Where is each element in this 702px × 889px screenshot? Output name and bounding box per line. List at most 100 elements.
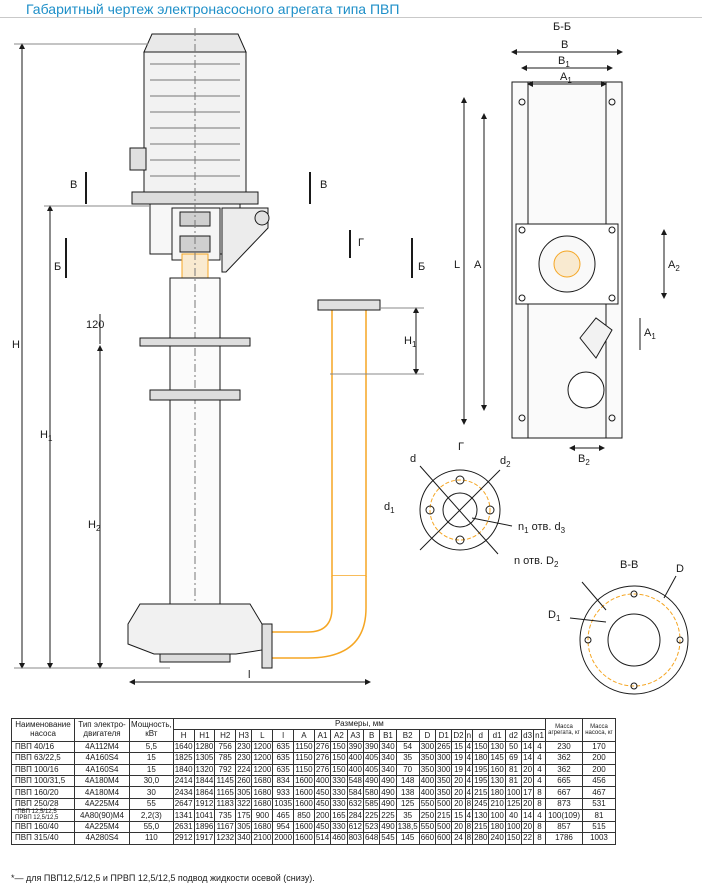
- flange-bore-g: [442, 492, 478, 528]
- cell-size: 340: [379, 763, 397, 776]
- cell-size: 180: [488, 820, 506, 834]
- cell-size: 2647: [172, 797, 195, 811]
- cell-size: 20: [521, 774, 535, 788]
- cell-size: 1917: [193, 832, 216, 845]
- cell-size: 350: [418, 763, 437, 776]
- cell-size: 4: [464, 774, 474, 788]
- cell-size: 330: [330, 820, 348, 834]
- cell-size: 400: [346, 752, 364, 765]
- cell-name: ПВП 100/16: [11, 763, 75, 776]
- flange-bolt-circle-g: [429, 479, 491, 541]
- cell-size: 1600: [293, 820, 315, 834]
- dim-label-d: d: [410, 453, 416, 465]
- cell-size: 69: [504, 752, 523, 765]
- col-mass-unit-header: Масса агрегата, кг: [544, 718, 583, 742]
- cell-power: 30,0: [129, 774, 174, 788]
- cell-power: 5,5: [129, 740, 174, 754]
- dim-label-H: H: [12, 339, 20, 351]
- cell-size: 490: [379, 786, 397, 799]
- size-col-header: D: [418, 729, 437, 742]
- cell-size: 1200: [251, 763, 274, 776]
- cell-size: 130: [488, 740, 506, 754]
- cell-size: 125: [504, 797, 523, 811]
- cell-mass-pump: 1003: [581, 832, 616, 845]
- cell-size: 1680: [251, 820, 274, 834]
- cell-size: 145: [488, 752, 506, 765]
- size-col-header: B1: [379, 729, 397, 742]
- cell-name: ПВП 160/40: [11, 820, 75, 834]
- cell-power: 30: [129, 786, 174, 799]
- cell-size: 20: [451, 786, 466, 799]
- size-col-header: d2: [504, 729, 523, 742]
- front-view-labels: В В Б Б Г H H1 H2 120 H1 l: [12, 179, 425, 681]
- cell-size: 4: [464, 740, 474, 754]
- cell-size: 500: [435, 797, 453, 811]
- label-v-left: В: [70, 179, 77, 191]
- size-col-header: H: [172, 729, 195, 742]
- cell-size: 200: [313, 809, 332, 822]
- cell-size: 276: [313, 752, 332, 765]
- cell-name: ПВП 63/22,5: [11, 752, 75, 765]
- dim-label-n1d3: n1 отв. d3: [518, 521, 566, 535]
- dim-label-L: L: [454, 259, 460, 271]
- cell-size: 276: [313, 763, 332, 776]
- cell-size: 15: [451, 809, 466, 822]
- dim-label-D: D: [676, 563, 684, 575]
- cell-size: 1150: [293, 752, 315, 765]
- discharge-pipe: [331, 307, 367, 577]
- cell-size: 180: [472, 752, 490, 765]
- front-view: [14, 28, 424, 685]
- dim-label-H2: H2: [88, 519, 101, 533]
- title-underline: [0, 17, 702, 18]
- cell-size: 230: [235, 752, 253, 765]
- cell-size: 175: [235, 809, 253, 822]
- cell-size: 465: [272, 809, 295, 822]
- cell-size: 1041: [193, 809, 216, 822]
- cell-size: 1320: [193, 763, 216, 776]
- cell-size: 350: [435, 774, 453, 788]
- cell-size: 490: [379, 774, 397, 788]
- size-col-header: A3: [346, 729, 364, 742]
- cell-size: 150: [330, 763, 348, 776]
- cell-size: 1200: [251, 740, 274, 754]
- cell-size: 1232: [214, 832, 237, 845]
- g-leader-d: [419, 465, 499, 555]
- dim-label-B1: B1: [558, 55, 570, 69]
- cell-size: 1600: [293, 786, 315, 799]
- dim-label-A1-side: A1: [644, 327, 656, 341]
- dim-label-d2: d2: [500, 455, 511, 469]
- size-col-header: d1: [488, 729, 506, 742]
- cell-size: 195: [472, 763, 490, 776]
- cell-size: 330: [330, 774, 348, 788]
- cell-size: 265: [435, 740, 453, 754]
- cell-size: 648: [362, 832, 381, 845]
- cell-size: 4: [464, 809, 474, 822]
- cell-size: 138,5: [395, 820, 420, 834]
- cell-size: 340: [379, 740, 397, 754]
- cell-size: 550: [418, 797, 437, 811]
- dim-label-D1: D1: [548, 609, 561, 623]
- cell-size: 340: [235, 832, 253, 845]
- cell-size: 148: [395, 774, 420, 788]
- cell-size: 8: [533, 786, 546, 799]
- cell-power: 2,2(3): [129, 809, 174, 822]
- cell-size: 548: [346, 774, 364, 788]
- label-b-right: Б: [418, 261, 425, 273]
- cell-size: 1305: [193, 752, 216, 765]
- dim-label-A2: A2: [668, 259, 680, 273]
- cell-size: 635: [272, 740, 295, 754]
- cell-size: 81: [504, 774, 523, 788]
- cell-motor: 4А280S4: [74, 832, 130, 845]
- cell-size: 1680: [251, 797, 274, 811]
- cell-size: 240: [488, 832, 506, 845]
- cell-size: 250: [418, 809, 437, 822]
- v-bolt-4: [584, 636, 592, 644]
- cell-size: 195: [472, 774, 490, 788]
- discharge-branch: [579, 317, 613, 359]
- cell-motor: 4А225М4: [74, 797, 130, 811]
- cell-size: 305: [235, 820, 253, 834]
- cell-size: 1600: [293, 797, 315, 811]
